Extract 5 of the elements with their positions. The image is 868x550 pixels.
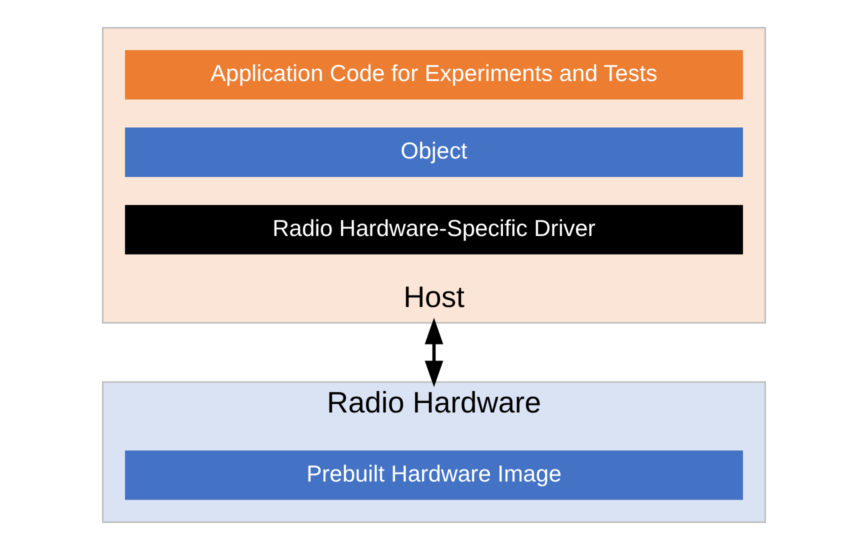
node-box: Radio Hardware-Specific Driver — [125, 204, 743, 254]
node-box: Object — [125, 128, 743, 177]
node-box: Application Code for Experiments and Tests — [125, 50, 743, 100]
arrow — [424, 318, 444, 388]
node-box: Prebuilt Hardware Image — [125, 450, 743, 500]
